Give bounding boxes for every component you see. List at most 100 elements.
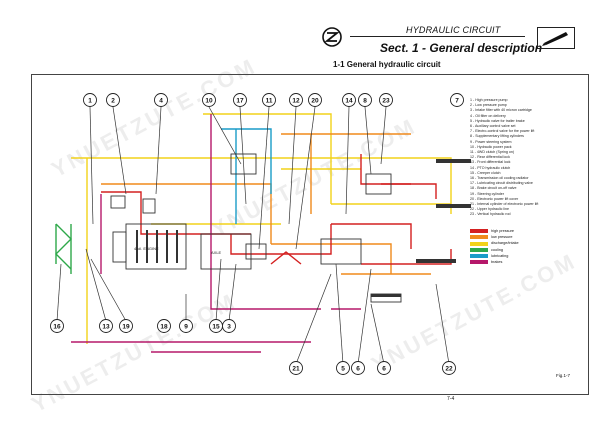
component-item: 13 - Front differential lock — [470, 160, 511, 165]
callout-number: 21 — [292, 366, 300, 373]
callout-20: 20 — [308, 93, 322, 107]
callout-21: 21 — [289, 361, 303, 375]
component-item: 2 - Low pressure pump — [470, 103, 507, 108]
leader-line — [228, 263, 237, 322]
callout-number: 7 — [455, 98, 459, 105]
power-pack — [230, 153, 257, 175]
component-item: 20 - Electronic power lift cover — [470, 196, 519, 201]
legend-row: cooling — [470, 247, 519, 253]
intake-line — [71, 157, 452, 214]
leader-line — [239, 106, 247, 205]
component-item: 23 - Vertical hydraulic rod — [470, 212, 511, 217]
callout-16: 16 — [50, 319, 64, 333]
callout-9: 9 — [179, 319, 193, 333]
component-item: 22 - Upper hydraulic line — [470, 207, 509, 212]
callout-circle — [202, 93, 216, 107]
callout-2: 2 — [106, 93, 120, 107]
callout-6: 6 — [351, 361, 365, 375]
callout-number: 15 — [212, 324, 220, 331]
callout-1: 1 — [83, 93, 97, 107]
pump-unit — [110, 195, 126, 209]
callout-circle — [289, 361, 303, 375]
filter-unit — [142, 198, 156, 214]
leader-line — [112, 106, 127, 195]
leader-line — [345, 106, 350, 215]
callout-circle — [157, 319, 171, 333]
leader-line — [215, 258, 222, 322]
component-item: 6 - Auxiliary control valve set — [470, 124, 516, 129]
callout-13: 13 — [99, 319, 113, 333]
legend-row: brakes — [470, 259, 519, 265]
component-item: 10 - Hydraulic power pack — [470, 144, 512, 149]
component-item: 16 - Transmission oil cooling radiator — [470, 176, 529, 181]
callout-number: 4 — [159, 98, 163, 105]
callout-17: 17 — [233, 93, 247, 107]
component-item: 19 - Steering cylinder — [470, 191, 504, 196]
callout-11: 11 — [262, 93, 276, 107]
callout-19: 19 — [119, 319, 133, 333]
callout-circle — [358, 93, 372, 107]
intake-line — [203, 113, 332, 204]
control-valve — [245, 243, 267, 260]
leader-line — [155, 106, 162, 195]
high-pressure-line — [381, 183, 437, 199]
legend-swatch — [470, 241, 488, 246]
callout-circle — [50, 319, 64, 333]
engine-ribs — [166, 230, 168, 263]
callout-circle — [179, 319, 193, 333]
callout-22: 22 — [442, 361, 456, 375]
legend-label: cooling — [491, 247, 504, 252]
legend-label: low pressure — [491, 235, 513, 240]
leader-line — [295, 106, 316, 250]
legend-row: high pressure — [470, 228, 519, 234]
component-item: 11 - 4WD clutch (Spring on) — [470, 150, 515, 155]
callout-circle — [99, 319, 113, 333]
callout-number: 2 — [111, 98, 115, 105]
callout-number: 9 — [184, 324, 188, 331]
engine-ribs — [176, 230, 178, 263]
callout-3: 3 — [222, 319, 236, 333]
legend-swatch — [470, 229, 488, 234]
pen-icon — [542, 32, 568, 46]
callout-15: 15 — [209, 319, 223, 333]
component-item: 4 - Oil filter on delivery — [470, 113, 506, 118]
legend-label: brakes — [491, 260, 503, 265]
figure-label: Fig.1-7 — [556, 373, 571, 378]
leader-line — [288, 106, 297, 225]
legend-swatch — [470, 247, 488, 252]
callout-23: 23 — [379, 93, 393, 107]
callout-circle — [106, 93, 120, 107]
callout-circle — [233, 93, 247, 107]
callout-5: 5 — [336, 361, 350, 375]
legend-row: discharge/intake — [470, 240, 519, 246]
engine-label: 4 cil. ENGINE — [134, 246, 159, 251]
axle-housing — [200, 233, 252, 270]
callout-number: 19 — [122, 324, 130, 331]
callout-number: 3 — [227, 324, 231, 331]
callout-circle — [83, 93, 97, 107]
high-pressure-line — [361, 249, 452, 265]
component-item: 15 - Creeper clutch — [470, 170, 501, 175]
callout-number: 16 — [53, 324, 61, 331]
pen-icon-box — [537, 27, 575, 49]
component-item: 18 - Brake circuit on-off valve — [470, 186, 517, 191]
axle-label: AXLE — [211, 250, 222, 255]
page-number: 7-4 — [447, 396, 455, 402]
leader-line — [89, 106, 94, 225]
callout-circle — [342, 93, 356, 107]
callout-number: 14 — [345, 98, 353, 105]
high-pressure-line — [101, 191, 251, 235]
cylinder-23 — [436, 159, 471, 163]
callout-4: 4 — [154, 93, 168, 107]
component-item: 9 - Power steering system — [470, 139, 512, 144]
cylinder-6 — [371, 294, 401, 297]
callout-circle — [222, 319, 236, 333]
callout-number: 8 — [363, 98, 367, 105]
section-title: Sect. 1 - General description — [380, 41, 543, 55]
callout-number: 22 — [445, 366, 453, 373]
callout-10: 10 — [202, 93, 216, 107]
legend-swatch — [470, 253, 488, 258]
